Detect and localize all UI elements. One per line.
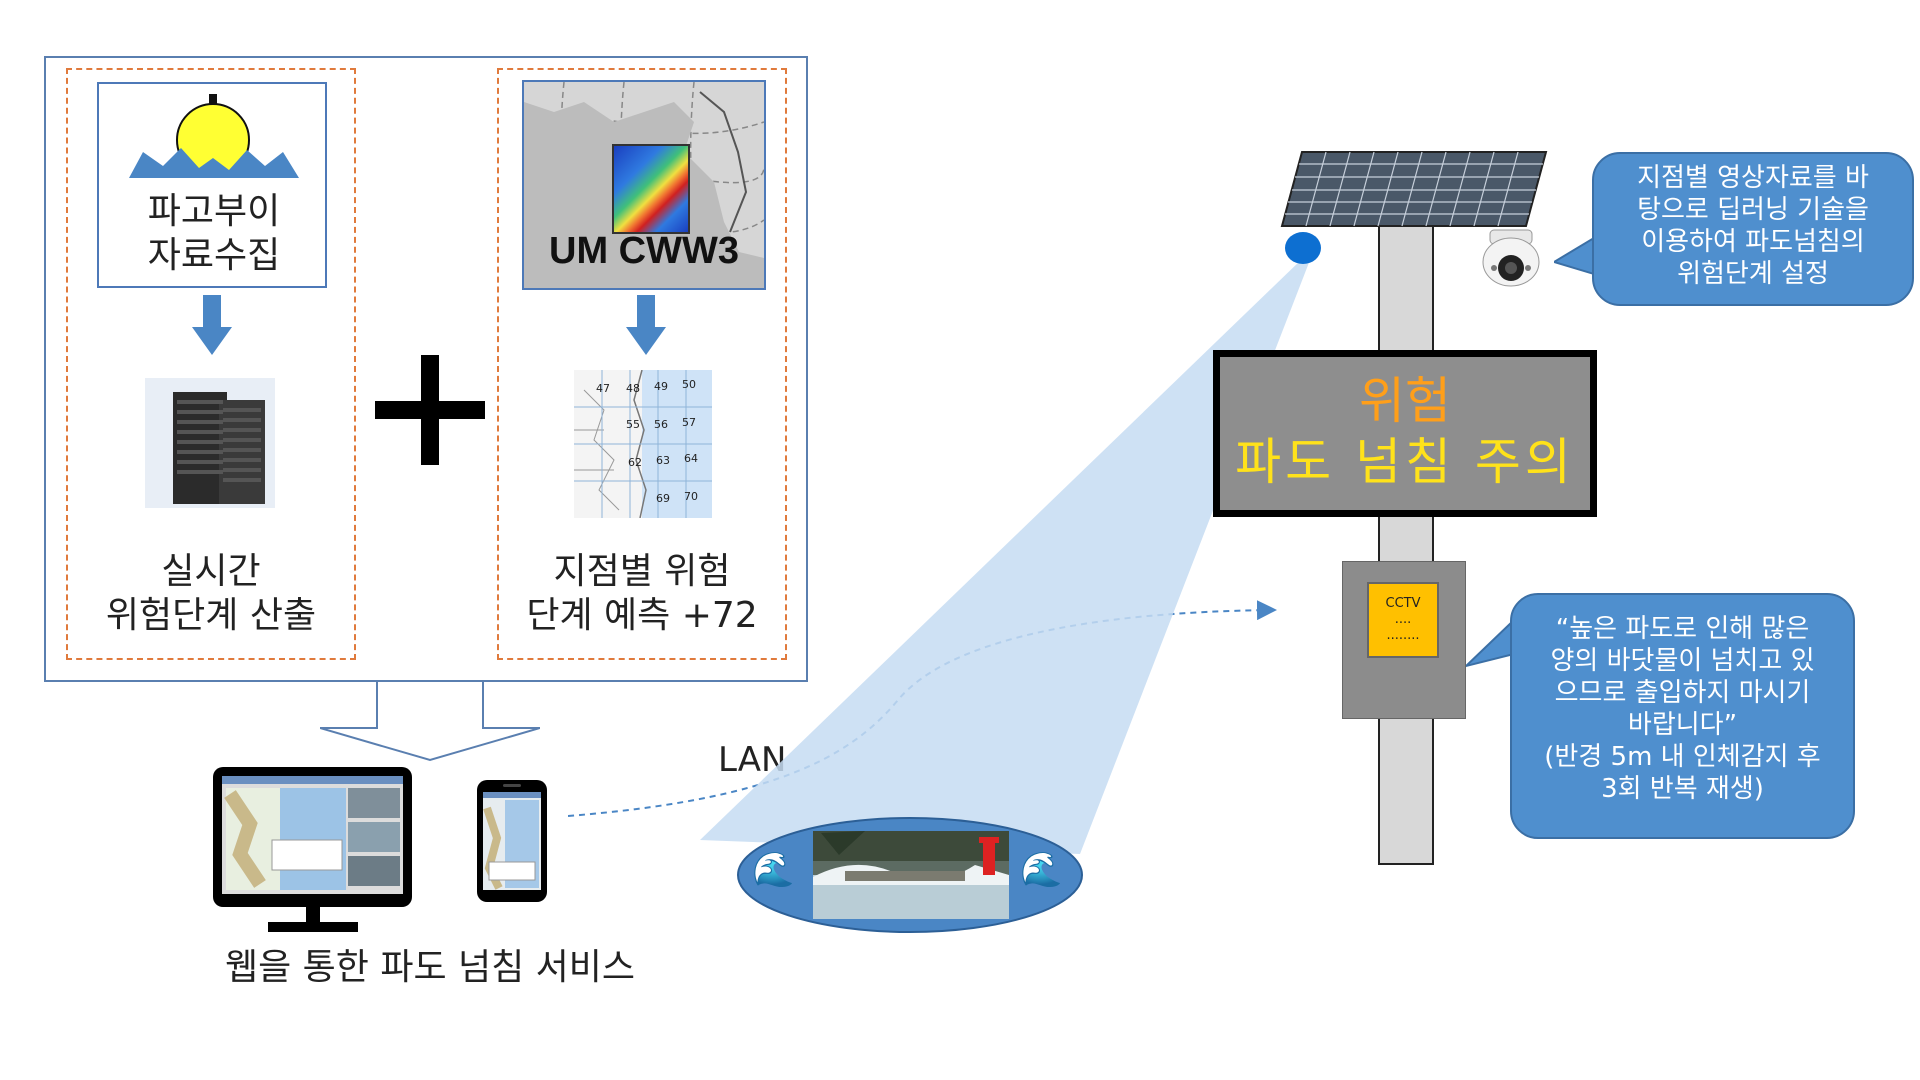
bubble-top-line4: 위험단계 설정	[1677, 259, 1829, 289]
bubble-bottom-line5: (반경 5m 내 인체감지 후	[1544, 742, 1821, 772]
bubble-top-line2: 탕으로 딥러닝 기술을	[1637, 195, 1869, 225]
sign-line1: 위험	[1359, 372, 1451, 430]
grid-cell-62: 62	[628, 456, 642, 469]
forecast-label-line1: 지점별 위험	[553, 551, 731, 592]
cctv-label-line2: ....	[1394, 612, 1412, 627]
broadcast-bubble: “높은 파도로 인해 많은 양의 바닷물이 넘치고 있 으므로 출입하지 마시기…	[1510, 593, 1855, 839]
grid-cell-70: 70	[684, 490, 698, 503]
bubble-bottom-line1: “높은 파도로 인해 많은	[1555, 614, 1810, 644]
server-icon	[145, 378, 275, 508]
service-label: 웹을 통한 파도 넘침 서비스	[224, 947, 636, 988]
cctv-panel: CCTV .... ........	[1367, 582, 1439, 658]
analysis-bubble: 지점별 영상자료를 바 탕으로 딥러닝 기술을 이용하여 파도넘침의 위험단계 …	[1592, 152, 1914, 306]
down-arrow-icon	[192, 295, 232, 355]
bubble-bottom-line2: 양의 바닷물이 넘치고 있	[1550, 646, 1815, 676]
coastline-icon	[574, 370, 712, 518]
grid-cell-56: 56	[654, 418, 668, 431]
grid-cell-57: 57	[682, 416, 696, 429]
bubble-bottom-line4: 바랍니다”	[1627, 710, 1738, 740]
bubble-bottom-line3: 으므로 출입하지 마시기	[1554, 678, 1811, 708]
overtopping-scene	[737, 817, 1083, 933]
wave-buoy-icon	[129, 94, 299, 178]
plus-icon	[375, 355, 485, 465]
heatmap-inset	[612, 144, 690, 234]
sign-line2: 파도 넘침 주의	[1235, 433, 1575, 491]
forecast-label-line2: 단계 예측 +72	[526, 595, 758, 636]
down-arrow-icon	[626, 295, 666, 355]
grid-cell-48: 48	[626, 382, 640, 395]
warning-sign: 위험 파도 넘침 주의	[1213, 350, 1597, 517]
bubble-top-line3: 이용하여 파도넘침의	[1641, 227, 1865, 257]
realtime-label-line1: 실시간	[161, 551, 261, 592]
grid-cell-63: 63	[656, 454, 670, 467]
realtime-label-line2: 위험단계 산출	[105, 595, 317, 636]
grid-cell-69: 69	[656, 492, 670, 505]
grid-cell-49: 49	[654, 380, 668, 393]
cctv-label-line1: CCTV	[1385, 596, 1421, 611]
bubble-tail	[1466, 620, 1514, 668]
grid-cell-55: 55	[626, 418, 640, 431]
forecast-grid-map: 47 48 49 50 55 56 57 62 63 64 69 70	[574, 370, 712, 518]
model-map: UM CWW3	[522, 80, 766, 290]
bubble-tail	[1554, 238, 1594, 276]
bubble-top-line1: 지점별 영상자료를 바	[1637, 163, 1869, 193]
wave-icon: 🌊	[1020, 850, 1063, 890]
grid-cell-64: 64	[684, 452, 698, 465]
merge-arrow-icon	[320, 682, 540, 762]
camera-view-cone	[700, 258, 1310, 854]
cctv-label-line3: ........	[1386, 628, 1420, 643]
buoy-label-line2: 자료수집	[147, 235, 281, 276]
realtime-column	[66, 68, 356, 660]
dome-camera-icon	[1482, 229, 1540, 287]
phone-icon	[477, 780, 547, 902]
sensor-icon	[1285, 232, 1321, 264]
cctv-cabinet: CCTV .... ........	[1342, 561, 1466, 719]
monitor-icon	[213, 767, 412, 932]
buoy-card: 파고부이 자료수집	[97, 82, 327, 288]
model-title: UM CWW3	[549, 230, 739, 272]
grid-cell-50: 50	[682, 378, 696, 391]
forecast-column	[497, 68, 787, 660]
solar-panel-icon	[1280, 151, 1548, 227]
grid-cell-47: 47	[596, 382, 610, 395]
bubble-bottom-line6: 3회 반복 재생)	[1601, 774, 1764, 804]
buoy-label-line1: 파고부이	[147, 191, 281, 232]
data-processing-panel	[44, 56, 808, 682]
wave-icon: 🌊	[752, 850, 795, 890]
pole	[1378, 215, 1434, 865]
